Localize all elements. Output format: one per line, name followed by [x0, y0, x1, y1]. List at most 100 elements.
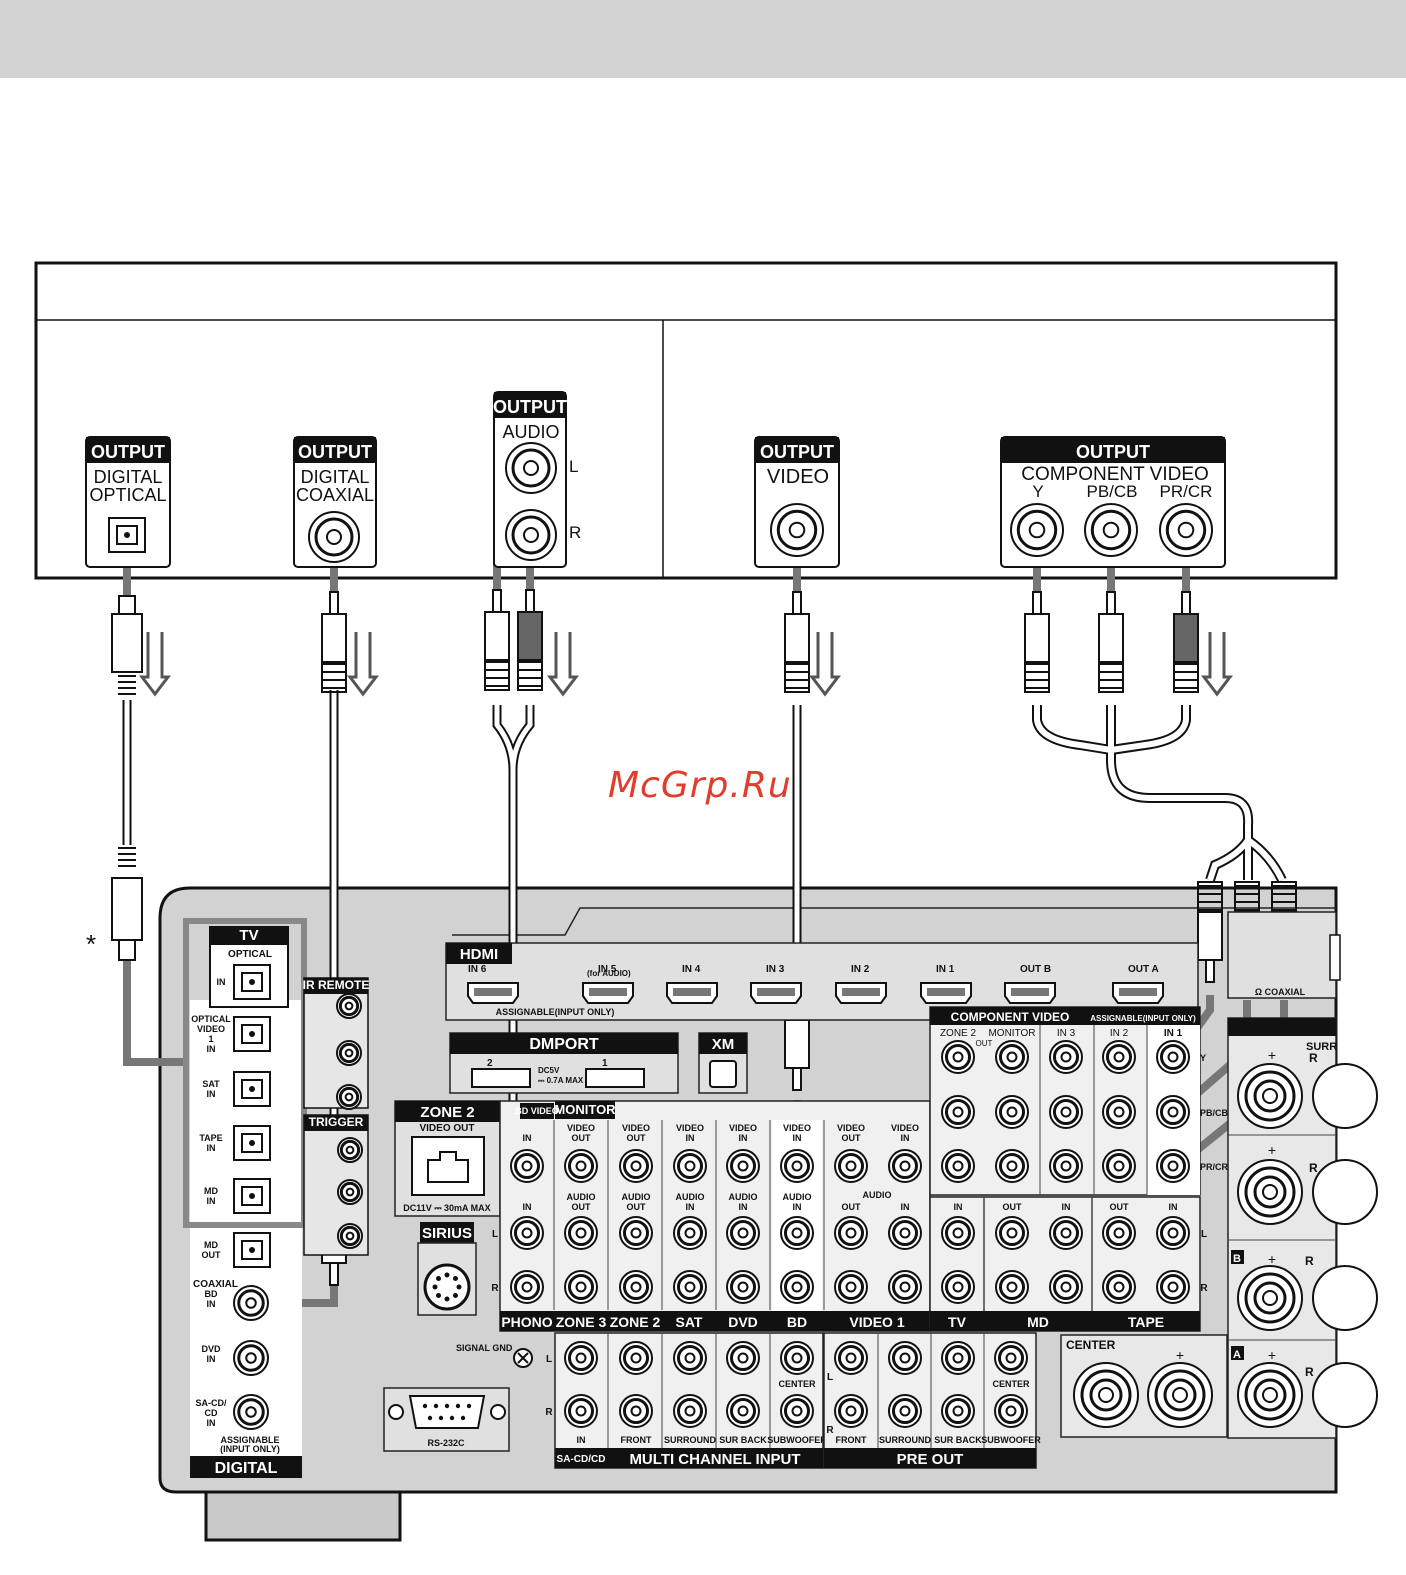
component-plug-pr-body [1173, 661, 1199, 693]
po-jack-top-0 [834, 1341, 868, 1375]
tmt-label-3: OUT [1110, 1202, 1130, 1212]
component-jack-4-1 [1156, 1095, 1190, 1129]
hdmi-port-label-1: IN 5 [598, 964, 617, 975]
av-audio-l-jack-2-pin [630, 1227, 642, 1239]
av-mid-label-1-0: AUDIO [567, 1192, 596, 1202]
component-jack-3-1 [1102, 1095, 1136, 1129]
component-video-assignable: ASSIGNABLE(INPUT ONLY) [1090, 1014, 1196, 1023]
po-jack-bot-3-pin [1005, 1405, 1017, 1417]
av-audio-l-jack-6-pin [845, 1227, 857, 1239]
component-plug-pb-barrel [1098, 613, 1124, 663]
av-top-label-3-1: IN [686, 1133, 695, 1143]
center-speaker-label: CENTER [1066, 1338, 1116, 1352]
audio-output-jack-r [505, 509, 557, 561]
digital-dvd-in-jack-pin [245, 1352, 257, 1364]
po-jack-bot-2 [941, 1394, 975, 1428]
component-jack-2-1 [1049, 1095, 1083, 1129]
digital-sat-jack [233, 1071, 271, 1107]
trigger-jack-1-pin [345, 1187, 355, 1197]
po-jack-bot-0-body [837, 1397, 865, 1425]
component-video-title-bg [930, 1007, 1200, 1025]
po-l-label: L [827, 1372, 833, 1383]
digital-md-out-jack-core [249, 1247, 255, 1253]
dmport-port2-label: 2 [487, 1058, 493, 1069]
av-col-name-1: ZONE 3 [556, 1314, 607, 1330]
mc-jack-bot-2-pin [684, 1405, 696, 1417]
component-video-title: COMPONENT VIDEO [951, 1010, 1070, 1024]
tmt-l-jack-0-pin [952, 1227, 964, 1239]
digital-title: DIGITAL [215, 1460, 278, 1477]
av-video-jack-4 [726, 1149, 760, 1183]
component-jack-1-1-body [998, 1098, 1026, 1126]
video-plug-receiver-barrel [784, 1019, 810, 1069]
ir-remote-title: IR REMOTE [303, 978, 370, 992]
hdmi-for-audio: (for AUDIO) [587, 969, 631, 978]
trigger-title-bg [304, 1115, 368, 1131]
av-col-bar-3 [662, 1311, 716, 1331]
tmt-r-jack-4 [1156, 1270, 1190, 1304]
trigger-jack-2-body [339, 1225, 361, 1247]
po-jack-top-3-pin [1005, 1352, 1017, 1364]
hdmi-port-label-3: IN 3 [766, 964, 785, 975]
speaker-r-label-1: R [1309, 1051, 1318, 1065]
mc-jack-bot-3-pin [737, 1405, 749, 1417]
tmt-r-jack-1-body [998, 1273, 1026, 1301]
po-center-label: CENTER [992, 1379, 1030, 1389]
tmt-r-jack-4-body [1159, 1273, 1187, 1301]
component-jack-0-1-pin [952, 1106, 964, 1118]
optical-output-jack [108, 517, 146, 553]
av-audio-r-jack-6 [834, 1270, 868, 1304]
av-audio-l-jack-3-body [676, 1219, 704, 1247]
component-jack-2-0 [1049, 1040, 1083, 1074]
component-plug-pb-body [1098, 661, 1124, 693]
video-plug-tip [792, 591, 802, 615]
rs232c-pin [449, 1415, 455, 1421]
av-top-label-7-1: IN [901, 1133, 910, 1143]
po-jack-bot-3 [994, 1394, 1028, 1428]
video1-audio-label: AUDIO [863, 1190, 892, 1200]
video-arrow [808, 632, 842, 697]
tmt-bar-2 [1092, 1311, 1200, 1331]
digital-bd-in-jack-body [237, 1289, 265, 1317]
dmport-port1 [585, 1068, 645, 1088]
av-video-jack-0-pin [521, 1160, 533, 1172]
av-col-name-5: BD [787, 1314, 807, 1330]
digital-assignable-1: ASSIGNABLE [220, 1435, 279, 1445]
sirius-pin [452, 1292, 458, 1298]
po-jack-top-2-body [944, 1344, 972, 1372]
component-jack-1-2-pin [1006, 1160, 1018, 1172]
video-output-jack-body [776, 509, 818, 551]
digital-video1-jack-core [249, 1031, 255, 1037]
footnote-asterisk: * [86, 929, 96, 959]
av-video-jack-7 [888, 1149, 922, 1183]
po-jack-bot-0-pin [845, 1405, 857, 1417]
av-col-bar-2 [608, 1311, 662, 1331]
tmt-r-jack-1-pin [1006, 1281, 1018, 1293]
zone2-sub: VIDEO OUT [419, 1123, 474, 1134]
av-col-name-0: PHONO [501, 1314, 552, 1330]
hdmi-port-pins-2 [673, 988, 711, 996]
tmt-l-jack-1-body [998, 1219, 1026, 1247]
digital-tape-label-1: IN [207, 1143, 216, 1153]
tmt-l-jack-3-body [1105, 1219, 1133, 1247]
mc-jack-top-3 [726, 1341, 760, 1375]
digital-bd-in-jack [233, 1285, 269, 1321]
antenna-coaxial-label: Ω COAXIAL [1255, 987, 1306, 997]
av-audio-l-jack-2-body [622, 1219, 650, 1247]
av-audio-l-jack-7-body [891, 1219, 919, 1247]
component-row-label-1: PB/CB [1200, 1108, 1229, 1118]
component-jack-0-0-pin [952, 1051, 964, 1063]
audio-output-jack-l-pin [523, 460, 539, 476]
trigger-jack-1-body [339, 1181, 361, 1203]
mc-jack-bot-4-body [783, 1397, 811, 1425]
av-audio-r-jack-0-pin [521, 1281, 533, 1293]
av-video-jack-3-pin [684, 1160, 696, 1172]
tmt-bar-1 [984, 1311, 1092, 1331]
component-plug-pr [1173, 591, 1199, 693]
sirius-pin [444, 1296, 450, 1302]
speaker-a-plus-inner [1253, 1378, 1287, 1412]
speaker-surr-label: SURR [1306, 1041, 1337, 1053]
audio-plug-l-tip [492, 589, 502, 613]
component-jack-2-1-body [1052, 1098, 1080, 1126]
mc-center-label: CENTER [778, 1379, 816, 1389]
